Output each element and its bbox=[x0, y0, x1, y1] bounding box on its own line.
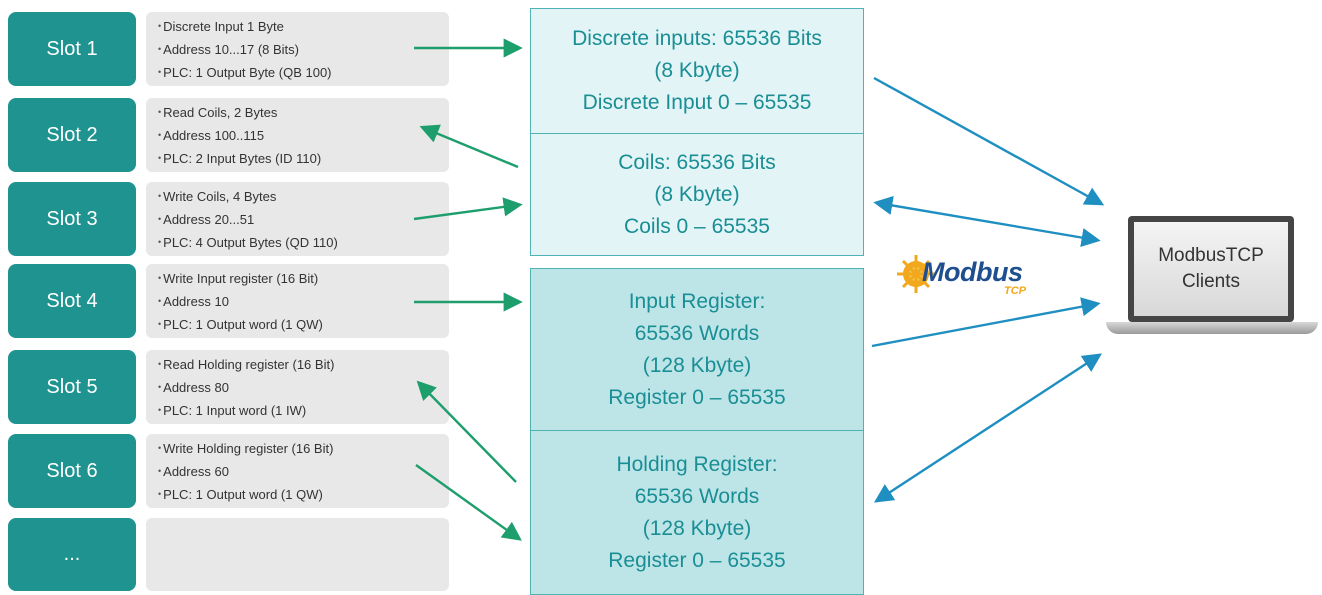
slot-3-line-3: PLC: 4 Output Bytes (QD 110) bbox=[158, 231, 449, 254]
holding-register-title: Holding Register: bbox=[616, 452, 778, 476]
slot-more: ... bbox=[8, 518, 136, 591]
slot-6-description: Write Holding register (16 Bit) Address … bbox=[146, 434, 449, 508]
discrete-range: Discrete Input 0 – 65535 bbox=[582, 91, 812, 114]
arrow-holding-slot5 bbox=[416, 380, 517, 483]
slot-1-line-3: PLC: 1 Output Byte (QB 100) bbox=[158, 61, 449, 84]
laptop-base bbox=[1106, 322, 1318, 334]
slot-6-line-2: Address 60 bbox=[158, 460, 449, 483]
modbus-logo-subtext: TCP bbox=[1004, 285, 1026, 297]
arrow-discrete-client bbox=[873, 76, 1105, 206]
slot-1-line-2: Address 10...17 (8 Bits) bbox=[158, 38, 449, 61]
slot-3-label: Slot 3 bbox=[46, 207, 98, 230]
slot-3-line-2: Address 20...51 bbox=[158, 208, 449, 231]
arrow-coils-client bbox=[873, 195, 1101, 248]
slot-5-line-3: PLC: 1 Input word (1 IW) bbox=[158, 399, 449, 422]
coils-range: Coils 0 – 65535 bbox=[624, 214, 770, 238]
arrow-slot6-holding bbox=[415, 464, 522, 541]
slot-6-label: Slot 6 bbox=[46, 459, 98, 482]
client-line-1: ModbusTCP bbox=[1158, 245, 1264, 266]
slot-5-line-1: Read Holding register (16 Bit) bbox=[158, 353, 449, 376]
input-register-box: Input Register: 65536 Words (128 Kbyte) … bbox=[530, 268, 864, 431]
slot-2-line-2: Address 100..115 bbox=[158, 124, 449, 147]
discrete-size: (8 Kbyte) bbox=[654, 59, 740, 82]
slot-1-line-1: Discrete Input 1 Byte bbox=[158, 15, 449, 38]
discrete-title: Discrete inputs: 65536 Bits bbox=[572, 27, 822, 50]
holding-register-words: 65536 Words bbox=[634, 484, 760, 508]
input-register-size: (128 Kbyte) bbox=[642, 353, 752, 377]
slot-3-description: Write Coils, 4 Bytes Address 20...51 PLC… bbox=[146, 182, 449, 256]
slot-5-label: Slot 5 bbox=[46, 375, 98, 398]
laptop-icon: ModbusTCP Clients bbox=[1128, 216, 1294, 322]
coils-title: Coils: 65536 Bits bbox=[618, 150, 776, 174]
slot-5: Slot 5 bbox=[8, 350, 136, 424]
slot-1: Slot 1 bbox=[8, 12, 136, 86]
modbus-logo-icon bbox=[897, 255, 935, 293]
slot-4-label: Slot 4 bbox=[46, 289, 98, 312]
slot-5-line-2: Address 80 bbox=[158, 376, 449, 399]
arrow-slot3-coils bbox=[413, 197, 523, 221]
input-register-range: Register 0 – 65535 bbox=[608, 385, 786, 409]
holding-register-range: Register 0 – 65535 bbox=[608, 548, 786, 572]
slot-6: Slot 6 bbox=[8, 434, 136, 508]
slot-2-description: Read Coils, 2 Bytes Address 100..115 PLC… bbox=[146, 98, 449, 172]
input-register-words: 65536 Words bbox=[634, 321, 760, 345]
slot-1-description: Discrete Input 1 Byte Address 10...17 (8… bbox=[146, 12, 449, 86]
slot-6-line-3: PLC: 1 Output word (1 QW) bbox=[158, 483, 449, 506]
slot-4: Slot 4 bbox=[8, 264, 136, 338]
client-line-2: Clients bbox=[1181, 271, 1241, 292]
slot-3-line-1: Write Coils, 4 Bytes bbox=[158, 185, 449, 208]
slot-2-label: Slot 2 bbox=[46, 123, 98, 146]
laptop-screen: ModbusTCP Clients bbox=[1134, 222, 1288, 316]
slot-2-line-3: PLC: 2 Input Bytes (ID 110) bbox=[158, 147, 449, 170]
slot-5-description: Read Holding register (16 Bit) Address 8… bbox=[146, 350, 449, 424]
slot-2-line-1: Read Coils, 2 Bytes bbox=[158, 101, 449, 124]
slot-1-label: Slot 1 bbox=[46, 37, 98, 60]
arrow-coils-slot2 bbox=[419, 124, 519, 169]
holding-register-box: Holding Register: 65536 Words (128 Kbyte… bbox=[530, 430, 864, 595]
modbus-logo-text: Modbus bbox=[922, 257, 1023, 287]
holding-register-size: (128 Kbyte) bbox=[642, 516, 752, 540]
slot-4-line-3: PLC: 1 Output word (1 QW) bbox=[158, 313, 449, 336]
coils-box: Coils: 65536 Bits (8 Kbyte) Coils 0 – 65… bbox=[530, 133, 864, 256]
slot-more-description bbox=[146, 518, 449, 591]
arrow-input-register-client bbox=[871, 297, 1101, 348]
slot-4-line-1: Write Input register (16 Bit) bbox=[158, 267, 449, 290]
slot-3: Slot 3 bbox=[8, 182, 136, 256]
arrow-holding-register-client bbox=[873, 353, 1103, 503]
coils-size: (8 Kbyte) bbox=[654, 182, 740, 206]
slot-4-description: Write Input register (16 Bit) Address 10… bbox=[146, 264, 449, 338]
input-register-title: Input Register: bbox=[628, 289, 766, 313]
slot-2: Slot 2 bbox=[8, 98, 136, 172]
slot-6-line-1: Write Holding register (16 Bit) bbox=[158, 437, 449, 460]
slot-4-line-2: Address 10 bbox=[158, 290, 449, 313]
slot-more-label: ... bbox=[63, 543, 81, 565]
